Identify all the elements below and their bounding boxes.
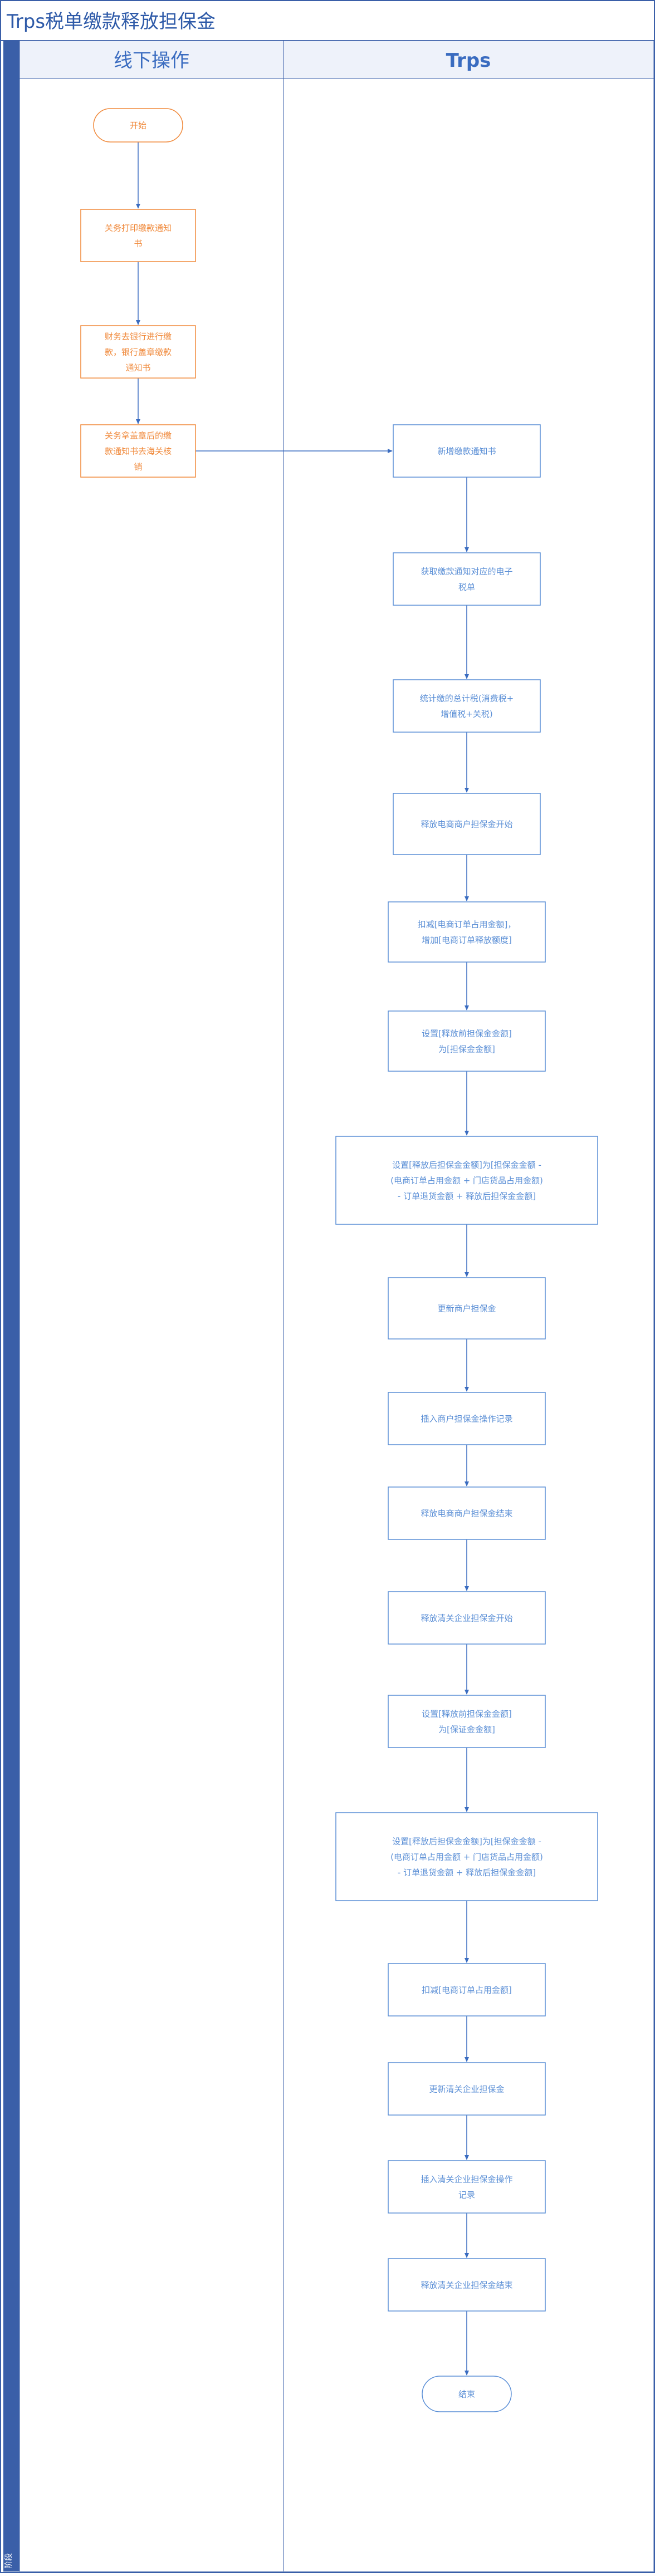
lane-label-offline: 线下操作 <box>114 50 189 72</box>
flow-node-end: 结束 <box>422 2376 512 2412</box>
flow-node-t17: 释放清关企业担保金结束 <box>388 2258 546 2312</box>
flow-node-text: - 订单退货金额 + 释放后担保金金额] <box>398 1867 536 1877</box>
process-box <box>388 1486 546 1540</box>
flow-node-t6: 设置[释放前担保金金额] 为[担保金金额] <box>388 1010 546 1072</box>
flow-node-text: 关务打印缴款通知 <box>105 223 172 233</box>
flow-node-text: 增值税+关税) <box>441 709 492 719</box>
terminal-shape <box>93 108 183 143</box>
process-box <box>388 2062 546 2116</box>
flow-node-text: (电商订单占用金额 + 门店货品占用金额) <box>390 1852 543 1862</box>
process-box <box>393 679 541 733</box>
process-box <box>80 325 196 379</box>
flow-node-text: - 订单退货金额 + 释放后担保金金额] <box>398 1191 536 1201</box>
process-box <box>388 1591 546 1645</box>
process-box <box>388 1392 546 1445</box>
process-box <box>393 424 541 478</box>
process-box <box>335 1812 598 1901</box>
lane-header-trps <box>283 40 654 79</box>
process-box <box>388 2258 546 2312</box>
flow-node-text: 更新清关企业担保金 <box>429 2084 504 2094</box>
title-bar <box>0 0 655 41</box>
flow-node-text: 设置[释放后担保金金额]为[担保金金额 - <box>392 1836 541 1846</box>
process-box <box>393 552 541 606</box>
flow-node-text: 插入商户担保金操作记录 <box>421 1414 512 1424</box>
flow-node-text: 释放电商商户担保金开始 <box>421 819 512 829</box>
flow-node-t11: 释放清关企业担保金开始 <box>388 1591 546 1645</box>
flow-node-text: 设置[释放后担保金金额]为[担保金金额 - <box>392 1160 541 1170</box>
flow-node-t14: 扣减[电商订单占用金额] <box>388 1963 546 2016</box>
process-box <box>335 1136 598 1225</box>
process-box <box>388 2160 546 2214</box>
phase-column <box>3 41 19 2572</box>
flow-node-text: 设置[释放前担保金金额] <box>422 1709 512 1719</box>
flow-node-text: 释放电商商户担保金结束 <box>421 1508 512 1518</box>
flow-node-text: 为[保证金金额] <box>438 1724 495 1734</box>
terminal-shape <box>422 2376 512 2412</box>
flow-node-t1: 新增缴款通知书 <box>393 424 541 478</box>
flow-node-t10: 释放电商商户担保金结束 <box>388 1486 546 1540</box>
flow-node-t12: 设置[释放前担保金金额] 为[保证金金额] <box>388 1695 546 1748</box>
flow-node-t8: 更新商户担保金 <box>388 1277 546 1339</box>
diagram-title: Trps税单缴款释放担保金 <box>6 11 216 33</box>
flow-node-text: 新增缴款通知书 <box>437 446 496 456</box>
lane-label-trps: Trps <box>446 50 491 72</box>
process-box <box>80 209 196 262</box>
flow-node-text: 扣减[电商订单占用金额] <box>422 1985 512 1995</box>
flow-node-text: 款通知书去海关核 <box>105 446 172 456</box>
edges <box>136 142 469 2376</box>
flow-node-text: 设置[释放前担保金金额] <box>422 1028 512 1038</box>
flow-node-t13: 设置[释放后担保金金额]为[担保金金额 - (电商订单占用金额 + 门店货品占用金… <box>335 1812 598 1901</box>
flow-node-t5: 扣减[电商订单占用金额]， 增加[电商订单释放额度] <box>388 901 546 963</box>
flow-node-text: 更新商户担保金 <box>437 1303 496 1313</box>
flow-node-text: 释放清关企业担保金结束 <box>421 2280 512 2290</box>
flow-node-text: 税单 <box>458 582 475 592</box>
flow-node-text: 统计缴的总计税(消费税+ <box>420 693 514 703</box>
flow-node-t9: 插入商户担保金操作记录 <box>388 1392 546 1445</box>
flow-node-t4: 释放电商商户担保金开始 <box>393 793 541 855</box>
flow-node-text: 通知书 <box>125 362 150 372</box>
flow-node-text: 开始 <box>130 120 146 130</box>
process-box <box>388 1695 546 1748</box>
lane-body-trps <box>283 78 654 2572</box>
flow-node-start: 开始 <box>93 108 183 143</box>
flow-node-text: 关务拿盖章后的缴 <box>105 430 172 440</box>
process-box <box>80 424 196 478</box>
flow-node-text: 书 <box>134 238 142 248</box>
flow-node-text: 记录 <box>458 2190 475 2200</box>
flow-node-text: 款，银行盖章缴款 <box>105 347 172 357</box>
flow-node-t3: 统计缴的总计税(消费税+ 增值税+关税) <box>393 679 541 733</box>
flow-node-text: 释放清关企业担保金开始 <box>421 1613 512 1623</box>
process-box <box>388 901 546 963</box>
flow-node-text: 插入清关企业担保金操作 <box>421 2174 512 2184</box>
flow-node-text: 销 <box>134 462 142 472</box>
flow-node-text: 获取缴款通知对应的电子 <box>421 566 512 576</box>
process-box <box>388 1010 546 1072</box>
flow-node-t7: 设置[释放后担保金金额]为[担保金金额 - (电商订单占用金额 + 门店货品占用金… <box>335 1136 598 1225</box>
flow-node-t15: 更新清关企业担保金 <box>388 2062 546 2116</box>
flow-node-text: (电商订单占用金额 + 门店货品占用金额) <box>390 1175 543 1185</box>
phase-label: 阶段 <box>4 2553 13 2569</box>
flow-node-text: 增加[电商订单释放额度] <box>422 935 512 945</box>
flow-node-text: 扣减[电商订单占用金额]， <box>418 919 516 929</box>
flow-node-text: 结束 <box>458 2389 475 2399</box>
nodes: 开始关务打印缴款通知书财务去银行进行缴款，银行盖章缴款通知书关务拿盖章后的缴款通… <box>80 108 598 2412</box>
lane-header-offline <box>19 40 284 79</box>
flow-node-text: 财务去银行进行缴 <box>105 331 172 341</box>
flow-node-text: 为[担保金金额] <box>438 1044 495 1054</box>
process-box <box>393 793 541 855</box>
process-box <box>388 1963 546 2016</box>
process-box <box>388 1277 546 1339</box>
